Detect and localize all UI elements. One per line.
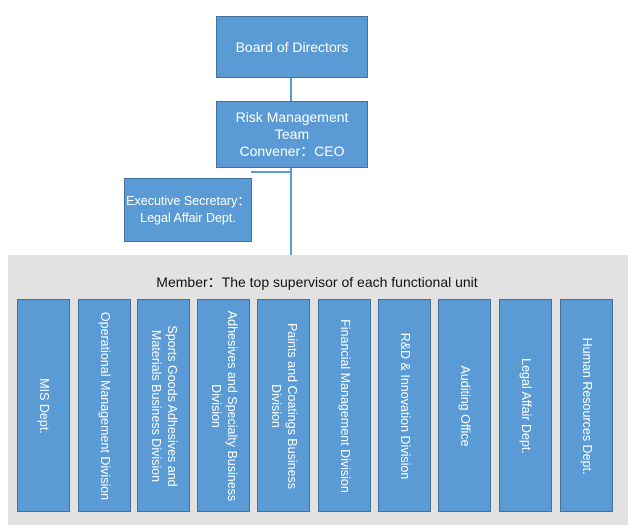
unit-label: MIS Dept. bbox=[36, 377, 51, 434]
unit-financial-management-division: Financial Management Division bbox=[318, 299, 371, 512]
risk-team-line-3: Convener：CEO bbox=[239, 143, 345, 159]
unit-label: Financial Management Division bbox=[337, 318, 352, 493]
unit-label: R&D & Innovation Division bbox=[397, 332, 412, 479]
unit-label: Legal Affair Dept. bbox=[518, 357, 533, 454]
unit-legal-affair-dept: Legal Affair Dept. bbox=[499, 299, 552, 512]
secretary-line-2: Legal Affair Dept. bbox=[140, 211, 236, 225]
connector-board-to-risk bbox=[290, 78, 292, 101]
unit-label: Operational Management Division bbox=[97, 311, 112, 500]
unit-label: Paints and Coatings Business Division bbox=[268, 322, 299, 489]
unit-human-resources-dept: Human Resources Dept. bbox=[560, 299, 613, 512]
unit-label: Adhesives and Specialty Business Divisio… bbox=[208, 310, 239, 501]
risk-team-line-1: Risk Management bbox=[235, 109, 349, 125]
member-title: Member：The top supervisor of each functi… bbox=[156, 274, 478, 290]
board-of-directors-box: Board of Directors bbox=[216, 16, 368, 78]
unit-adhesives-specialty-division: Adhesives and Specialty Business Divisio… bbox=[197, 299, 250, 512]
unit-auditing-office: Auditing Office bbox=[438, 299, 491, 512]
unit-label: Auditing Office bbox=[457, 364, 472, 447]
unit-paints-coatings-division: Paints and Coatings Business Division bbox=[257, 299, 310, 512]
unit-label: Sports Goods Adhesives and Materials Bus… bbox=[148, 324, 179, 487]
unit-mis-dept: MIS Dept. bbox=[17, 299, 70, 512]
unit-rd-innovation-division: R&D & Innovation Division bbox=[378, 299, 431, 512]
executive-secretary-box: Executive Secretary： Legal Affair Dept. bbox=[124, 178, 252, 242]
unit-operational-management-division: Operational Management Division bbox=[78, 299, 131, 512]
connector-risk-to-members bbox=[290, 168, 292, 255]
risk-team-line-2: Team bbox=[274, 126, 310, 142]
connector-secretary bbox=[251, 171, 292, 173]
unit-label: Human Resources Dept. bbox=[579, 337, 594, 474]
unit-sports-goods-adhesives-division: Sports Goods Adhesives and Materials Bus… bbox=[137, 299, 190, 512]
board-label: Board of Directors bbox=[235, 39, 349, 55]
secretary-line-1: Executive Secretary： bbox=[126, 194, 250, 208]
risk-management-team-box: Risk Management Team Convener：CEO bbox=[216, 101, 368, 168]
